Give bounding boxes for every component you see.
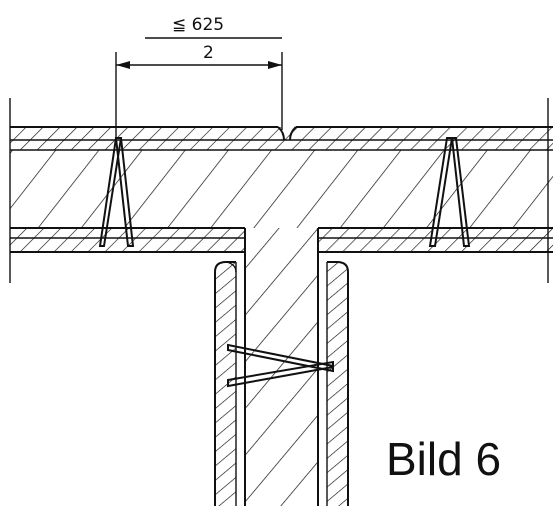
wall-core-vertical (244, 228, 319, 506)
figure-caption: Bild 6 (386, 433, 501, 485)
wall-tie-vertical (227, 343, 334, 388)
wall-tie-left (98, 137, 135, 247)
dimension-numerator: ≦ 625 (172, 15, 224, 35)
wall-tie-right (428, 137, 471, 247)
break-lines (9, 98, 549, 283)
wall-core-horizontal (10, 150, 553, 229)
dimension-denominator: 2 (203, 43, 214, 63)
bottom-inner-layer-right (317, 228, 553, 253)
dimension-annotation: ≦ 625 2 (115, 15, 283, 138)
vertical-skin-left (214, 261, 237, 506)
vertical-skin-right (326, 261, 349, 506)
top-outer-layer (10, 126, 553, 151)
